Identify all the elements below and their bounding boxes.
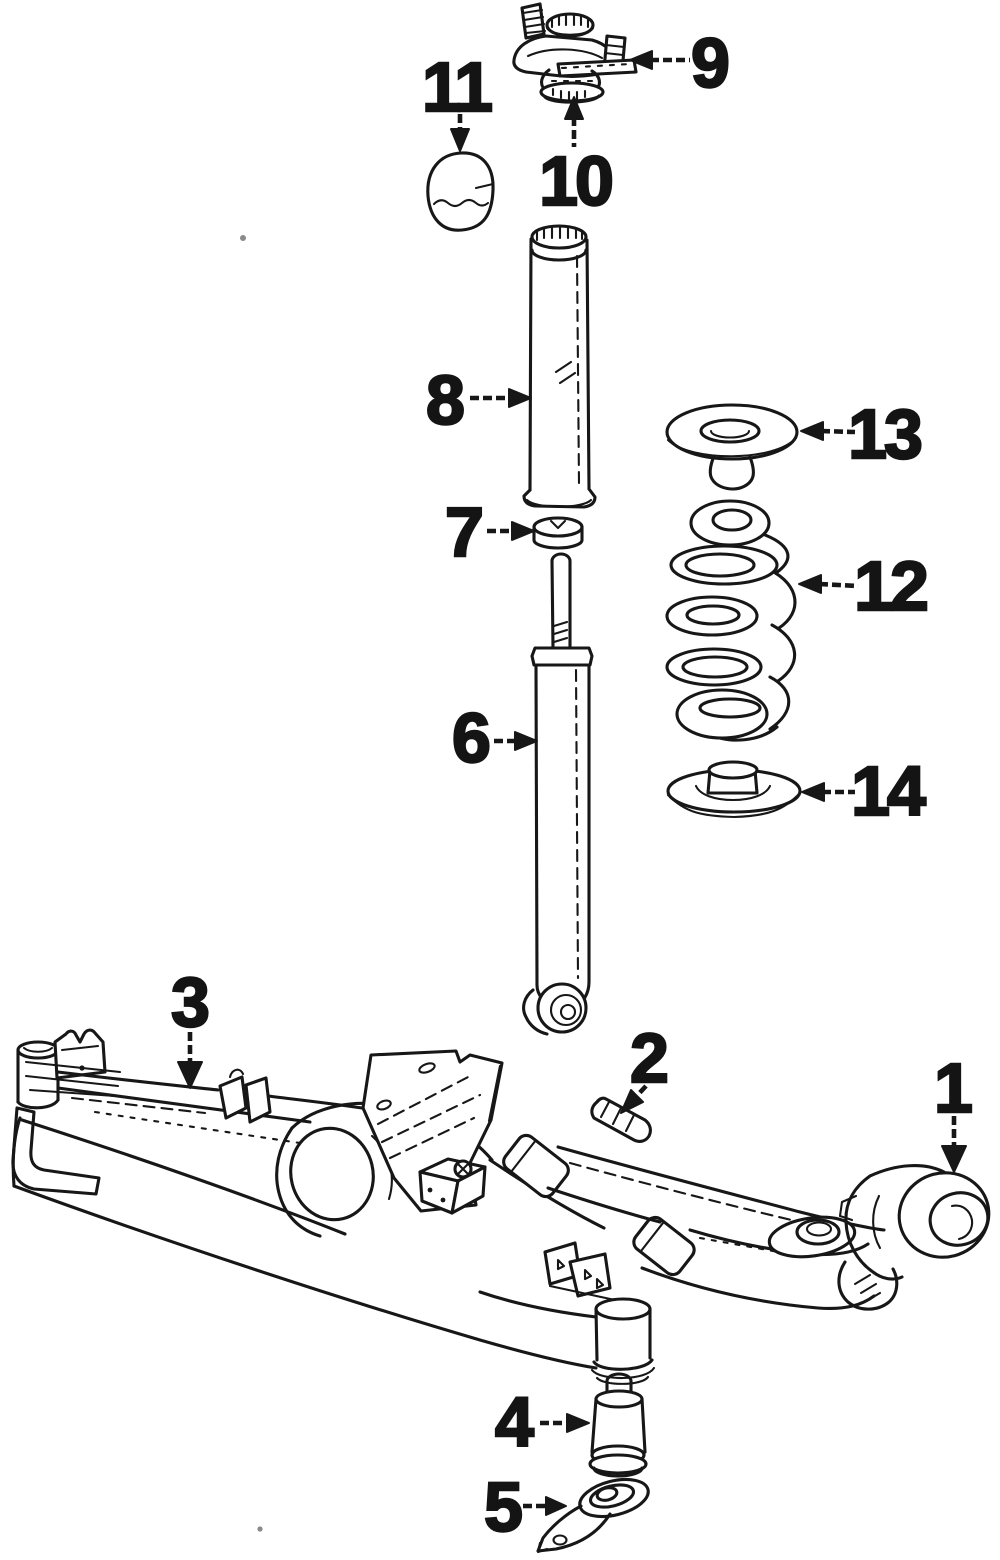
callout-14-label: 14 <box>851 752 926 830</box>
part-trailing-arm <box>502 1133 991 1311</box>
callout-14: 14 <box>801 751 930 831</box>
callout-3: 3 <box>170 962 212 1089</box>
callout-12: 12 <box>798 546 931 626</box>
callout-11-label: 11 <box>422 48 491 126</box>
part-axle-beam <box>11 1028 656 1385</box>
part-upper-spring-seat <box>665 403 799 491</box>
callout-6-label: 6 <box>452 699 489 777</box>
callout-13: 13 <box>800 394 925 474</box>
callout-1-label: 1 <box>934 1049 971 1127</box>
part-strut-mount <box>512 2 638 78</box>
part-bolt <box>590 1096 652 1143</box>
callout-4-label: 4 <box>495 1383 534 1461</box>
callout-3-label: 3 <box>171 963 208 1041</box>
callout-8-label: 8 <box>426 361 463 439</box>
callout-8: 8 <box>425 360 532 440</box>
callout-5: 5 <box>483 1467 567 1547</box>
callout-10: 10 <box>538 96 616 221</box>
callout-11: 11 <box>421 47 495 152</box>
part-bracket-arm <box>536 1477 650 1554</box>
part-coil-spring <box>665 499 797 742</box>
callout-10-label: 10 <box>539 142 612 220</box>
part-small-bushing <box>532 516 584 550</box>
part-mount-bushing <box>539 68 605 104</box>
callout-9: 9 <box>629 23 732 103</box>
part-dust-tube <box>522 224 597 509</box>
callout-5-label: 5 <box>484 1468 521 1546</box>
callout-9-label: 9 <box>691 24 728 102</box>
part-bushing-cylinder <box>588 1372 648 1478</box>
part-shock-absorber <box>522 552 594 1036</box>
scan-speck <box>257 1526 263 1532</box>
part-bump-stop-cap <box>426 151 495 232</box>
callout-7-label: 7 <box>445 493 481 571</box>
callout-12-label: 12 <box>854 547 927 625</box>
callout-6: 6 <box>451 698 538 778</box>
callout-2: 2 <box>620 1018 671 1114</box>
callout-7: 7 <box>444 492 535 572</box>
callout-4: 4 <box>494 1382 590 1462</box>
part-lower-spring-pad <box>666 760 802 819</box>
scan-speck <box>240 235 246 241</box>
callout-2-label: 2 <box>630 1019 667 1097</box>
callout-13-label: 13 <box>848 395 921 473</box>
callout-1: 1 <box>933 1048 975 1173</box>
